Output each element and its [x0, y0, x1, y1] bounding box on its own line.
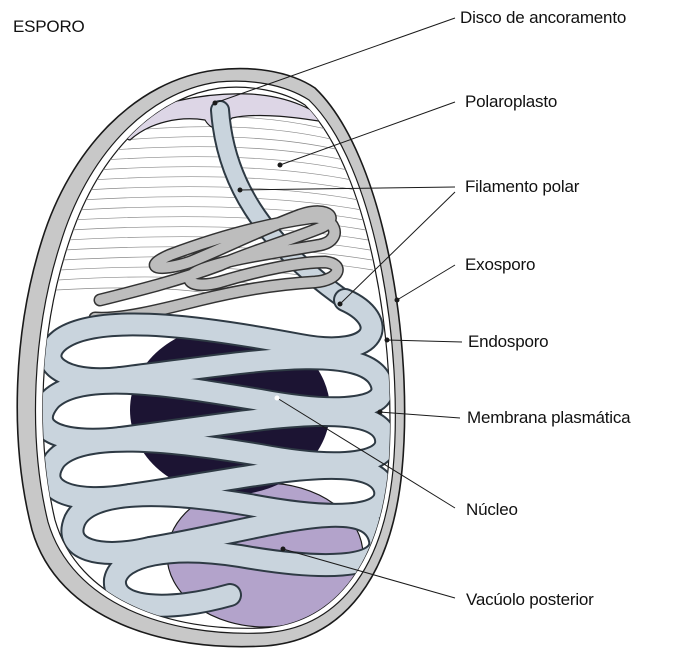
label-endosporo: Endosporo	[468, 332, 548, 352]
label-disco-de-ancoramento: Disco de ancoramento	[460, 8, 626, 28]
label-filamento-polar: Filamento polar	[465, 177, 579, 197]
label-exosporo: Exosporo	[465, 255, 535, 275]
diagram-title: ESPORO	[13, 17, 85, 37]
label-polaroplasto: Polaroplasto	[465, 92, 557, 112]
leader-exosporo	[397, 265, 455, 300]
leader-disco	[215, 18, 455, 103]
label-membrana-plasmatica: Membrana plasmática	[467, 408, 630, 428]
label-vacuolo-posterior: Vacúolo posterior	[466, 590, 594, 610]
label-nucleo: Núcleo	[466, 500, 518, 520]
